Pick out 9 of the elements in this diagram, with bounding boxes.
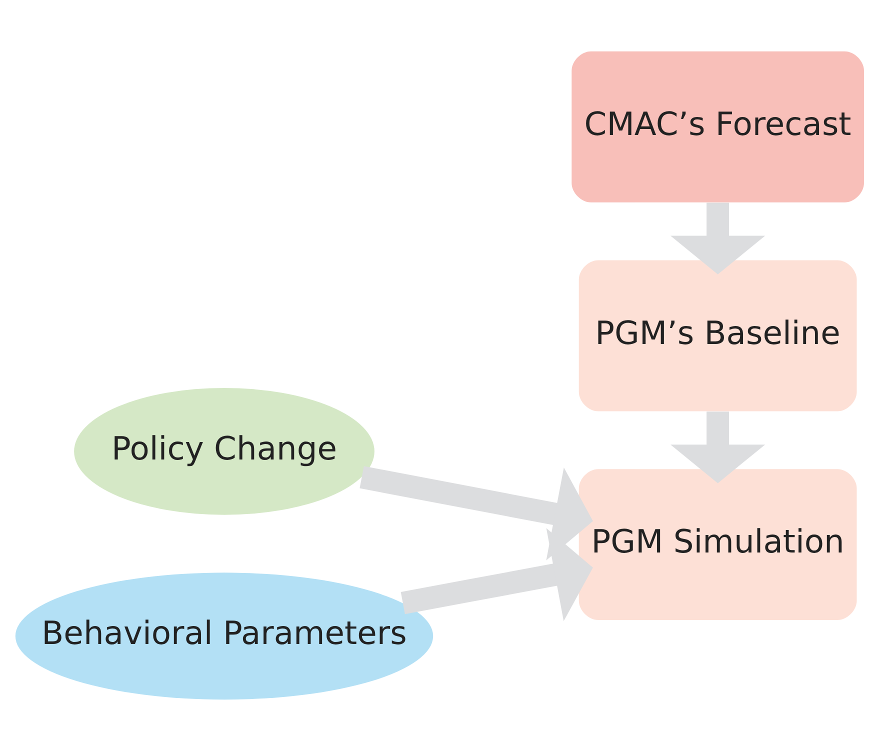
arrow [670, 412, 766, 484]
node-box: PGM’s Baseline [578, 260, 857, 412]
node-ellipse: Policy Change [74, 388, 374, 515]
arrow [400, 528, 593, 622]
node-ellipse: Behavioral Parameters [15, 572, 434, 700]
arrow [670, 202, 766, 274]
node-box: PGM Simulation [578, 469, 857, 620]
node-box: CMAC’s Forecast [572, 51, 864, 202]
arrow [360, 466, 593, 560]
